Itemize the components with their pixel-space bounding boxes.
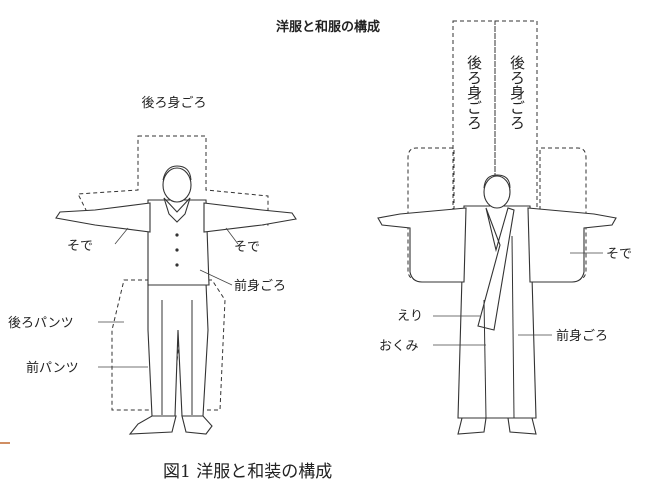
western-figure: 後ろ身ごろ そで そで 前身ごろ 後ろパンツ 前パンツ xyxy=(8,95,297,435)
label-kimono-okumi: おくみ xyxy=(379,339,419,354)
label-kimono-back-bodice-2: 後ろ身ごろ xyxy=(508,55,526,130)
kimono-figure: 後ろ身ごろ 後ろ身ごろ そで えり おくみ 前身ごろ xyxy=(377,20,632,435)
kimono-collar xyxy=(477,207,515,331)
western-head xyxy=(162,167,192,203)
western-collar xyxy=(163,197,191,223)
label-western-front-bodice: 前身ごろ xyxy=(234,278,286,294)
western-front-pants xyxy=(147,282,209,417)
label-western-front-pants: 前パンツ xyxy=(26,360,79,376)
kimono-right-sleeve xyxy=(527,207,617,283)
label-western-back-pants: 後ろパンツ xyxy=(8,316,74,331)
label-western-sleeve-left: そで xyxy=(67,239,93,254)
kimono-head xyxy=(483,175,511,209)
western-torso xyxy=(147,199,210,286)
label-western-back-bodice: 後ろ身ごろ xyxy=(141,95,206,111)
western-left-sleeve xyxy=(55,202,151,233)
western-back-pants-outline xyxy=(111,279,226,411)
diagram-title: 洋服と和服の構成 xyxy=(276,19,380,35)
label-western-sleeve-right: そで xyxy=(234,240,260,255)
kimono-left-sleeve xyxy=(377,207,467,283)
label-kimono-collar: えり xyxy=(397,309,423,324)
western-right-sleeve xyxy=(203,202,297,233)
label-kimono-sleeve: そで xyxy=(606,247,632,262)
figure-caption: 図1 洋服と和装の構成 xyxy=(163,462,332,482)
label-kimono-front-bodice: 前身ごろ xyxy=(556,328,608,344)
label-kimono-back-bodice-1: 後ろ身ごろ xyxy=(465,55,483,130)
